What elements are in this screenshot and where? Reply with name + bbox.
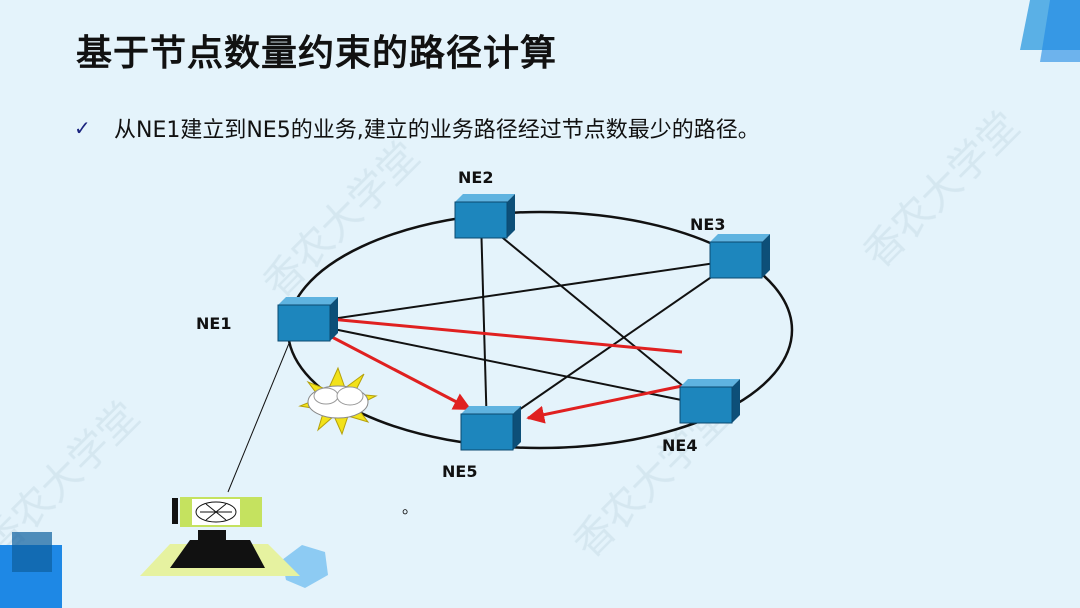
link-ne2-ne4	[480, 219, 707, 406]
watermark-2: 香农大学堂	[255, 133, 429, 307]
nodes-layer	[277, 194, 770, 451]
check-icon: ✓	[74, 116, 91, 140]
node-label-ne3: NE3	[690, 215, 726, 234]
watermark-1: 香农大学堂	[855, 103, 1029, 277]
path-ne4-ne5	[526, 384, 683, 424]
link-layer	[303, 219, 737, 433]
bullet-item: ✓ 从NE1建立到NE5的业务,建立的业务路径经过节点数最少的路径。	[74, 112, 760, 144]
link-ne1-ne3	[303, 259, 737, 324]
node-label-ne2: NE2	[458, 168, 494, 187]
trailing-mark: 。	[402, 498, 419, 517]
nms-workstation-icon	[140, 497, 300, 576]
corner-decoration-top-right	[1020, 0, 1080, 62]
nms-link	[227, 335, 293, 493]
network-element-ne3[interactable]	[709, 234, 770, 279]
network-element-ne4[interactable]	[679, 379, 740, 424]
path-ne1-probe	[329, 317, 683, 354]
link-ne2-ne5	[480, 219, 488, 433]
service-paths	[329, 317, 683, 424]
node-label-ne1: NE1	[196, 314, 232, 333]
network-element-ne1[interactable]	[277, 297, 338, 342]
bullet-text: 从NE1建立到NE5的业务,建立的业务路径经过节点数最少的路径。	[114, 118, 760, 143]
link-ne1-ne4	[303, 322, 707, 406]
node-label-ne5: NE5	[442, 462, 478, 481]
page-title: 基于节点数量约束的路径计算	[76, 33, 558, 74]
node-label-ne4: NE4	[662, 436, 698, 455]
network-element-ne5[interactable]	[460, 406, 521, 451]
path-ne1-ne5	[329, 334, 472, 411]
fault-burst-icon	[298, 366, 378, 436]
network-element-ne2[interactable]	[454, 194, 515, 239]
corner-decoration-bottom-left	[0, 532, 328, 608]
